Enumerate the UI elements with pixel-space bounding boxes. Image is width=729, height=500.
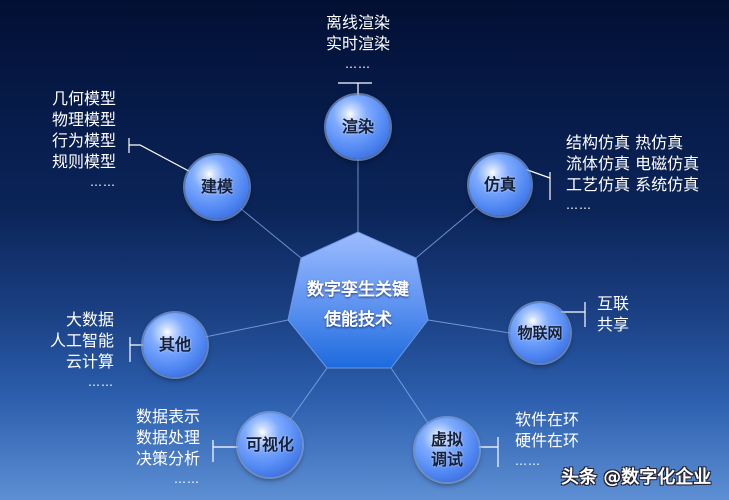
render-item: 离线渲染 bbox=[325, 13, 390, 32]
center-heptagon bbox=[287, 231, 429, 369]
other-item-more: …… bbox=[88, 375, 114, 389]
visualization-item: 决策分析 bbox=[135, 449, 200, 468]
iot-items: 互联 共享 bbox=[597, 293, 629, 335]
node-visualization[interactable]: 可视化 bbox=[238, 413, 302, 477]
node-virtual-debug[interactable]: 虚拟 调试 bbox=[415, 418, 479, 482]
other-item: 人工智能 bbox=[49, 331, 114, 350]
simulation-item-more: …… bbox=[566, 198, 592, 212]
virtual-debug-items: 软件在环 硬件在环 …… bbox=[515, 409, 579, 472]
node-visualization-label: 可视化 bbox=[245, 435, 294, 454]
virtual-debug-item: 硬件在环 bbox=[515, 431, 580, 450]
modeling-item: 行为模型 bbox=[51, 131, 116, 150]
other-item: 大数据 bbox=[65, 310, 114, 329]
watermark: 头条 @数字化企业 bbox=[561, 467, 712, 488]
virtual-debug-item: 软件在环 bbox=[515, 410, 580, 429]
simulation-item: 流体仿真 电磁仿真 bbox=[566, 154, 700, 173]
visualization-item: 数据表示 bbox=[135, 407, 200, 426]
other-items: 大数据 人工智能 云计算 …… bbox=[34, 309, 114, 393]
node-iot-label: 物联网 bbox=[517, 324, 563, 342]
spokes bbox=[204, 159, 511, 424]
render-items: 离线渲染 实时渲染 …… bbox=[318, 12, 398, 75]
node-modeling[interactable]: 建模 bbox=[185, 155, 249, 219]
iot-item: 共享 bbox=[597, 315, 630, 334]
visualization-item: 数据处理 bbox=[135, 428, 200, 447]
node-render-label: 渲染 bbox=[341, 117, 374, 136]
simulation-items: 结构仿真 热仿真 流体仿真 电磁仿真 工艺仿真 系统仿真 …… bbox=[566, 132, 699, 216]
virtual-debug-item-more: …… bbox=[515, 454, 541, 468]
render-item: 实时渲染 bbox=[325, 34, 390, 53]
node-other[interactable]: 其他 bbox=[143, 313, 207, 377]
modeling-item: 物理模型 bbox=[51, 110, 116, 129]
node-simulation-label: 仿真 bbox=[483, 175, 516, 194]
iot-item: 互联 bbox=[597, 294, 630, 313]
other-item: 云计算 bbox=[65, 352, 114, 371]
modeling-item-more: …… bbox=[90, 175, 116, 189]
node-virtual-debug-label-line2: 调试 bbox=[430, 450, 463, 469]
center-title-line2: 使能技术 bbox=[324, 310, 392, 330]
center-title-line1: 数字孪生关键 bbox=[307, 280, 409, 300]
node-iot[interactable]: 物联网 bbox=[510, 303, 570, 363]
node-simulation[interactable]: 仿真 bbox=[469, 154, 531, 216]
visualization-items: 数据表示 数据处理 决策分析 …… bbox=[120, 406, 200, 490]
simulation-item: 工艺仿真 系统仿真 bbox=[566, 175, 700, 194]
modeling-item: 规则模型 bbox=[51, 152, 116, 171]
node-modeling-label: 建模 bbox=[200, 177, 233, 196]
visualization-item-more: …… bbox=[174, 472, 200, 486]
modeling-items: 几何模型 物理模型 行为模型 规则模型 …… bbox=[40, 88, 116, 193]
modeling-item: 几何模型 bbox=[51, 89, 116, 108]
node-other-label: 其他 bbox=[158, 335, 191, 354]
node-render[interactable]: 渲染 bbox=[326, 95, 390, 159]
center-title: 数字孪生关键 使能技术 bbox=[288, 275, 428, 335]
render-item-more: …… bbox=[345, 57, 371, 71]
simulation-item: 结构仿真 热仿真 bbox=[566, 133, 684, 152]
node-virtual-debug-label-line1: 虚拟 bbox=[430, 430, 463, 449]
